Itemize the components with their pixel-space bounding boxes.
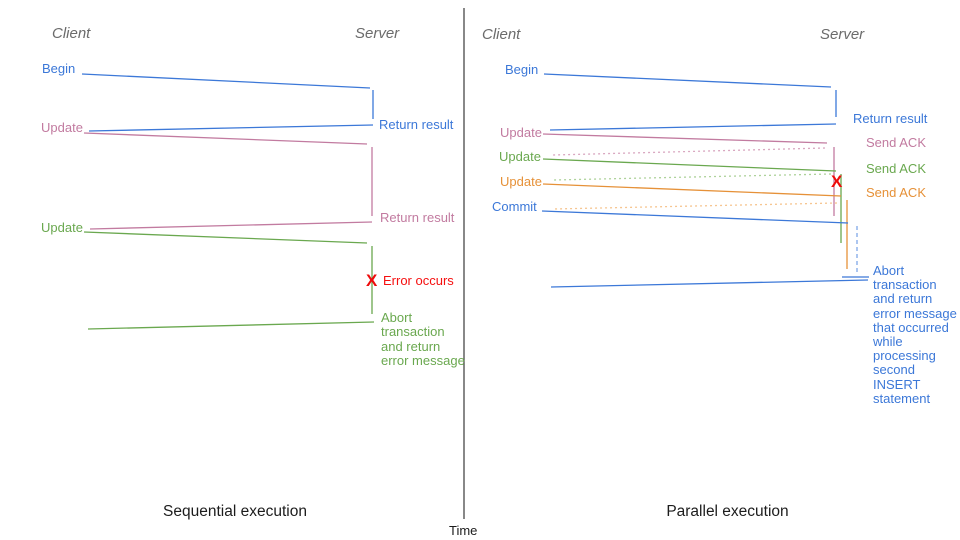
seq-update-1-label: Update xyxy=(41,120,83,135)
par-update-3-label: Update xyxy=(500,174,542,189)
par-abort-label: Abort transaction and return error messa… xyxy=(873,263,957,406)
par-server-header: Server xyxy=(820,26,865,43)
sequential-arrows xyxy=(81,73,375,330)
seq-server-header: Server xyxy=(355,25,400,42)
seq-client-header: Client xyxy=(52,25,91,42)
seq-return-result-2-label: Return result xyxy=(380,210,455,225)
par-send-ack-3-label: Send ACK xyxy=(866,185,926,200)
seq-error-occurs-label: Error occurs xyxy=(383,273,454,288)
par-client-header: Client xyxy=(482,26,521,43)
seq-abort-label: Abort transaction and return error messa… xyxy=(381,310,465,369)
par-begin-label: Begin xyxy=(505,62,539,77)
seq-update-2-label: Update xyxy=(41,220,83,235)
par-send-ack-1-label: Send ACK xyxy=(866,135,926,150)
par-commit-label: Commit xyxy=(492,199,537,214)
parallel-arrows xyxy=(541,73,869,288)
par-update-2-label: Update xyxy=(499,149,541,164)
seq-return-result-1-label: Return result xyxy=(379,117,454,132)
par-update-1-label: Update xyxy=(500,125,542,140)
par-return-result-label: Return result xyxy=(853,111,928,126)
par-send-ack-2-label: Send ACK xyxy=(866,161,926,176)
time-axis-label: Time xyxy=(449,523,478,538)
sequential-title: Sequential execution xyxy=(163,503,307,520)
seq-begin-label: Begin xyxy=(42,61,76,76)
parallel-title: Parallel execution xyxy=(666,503,789,520)
error-cross-icon: X xyxy=(366,271,378,290)
error-cross-icon: X xyxy=(831,172,843,191)
